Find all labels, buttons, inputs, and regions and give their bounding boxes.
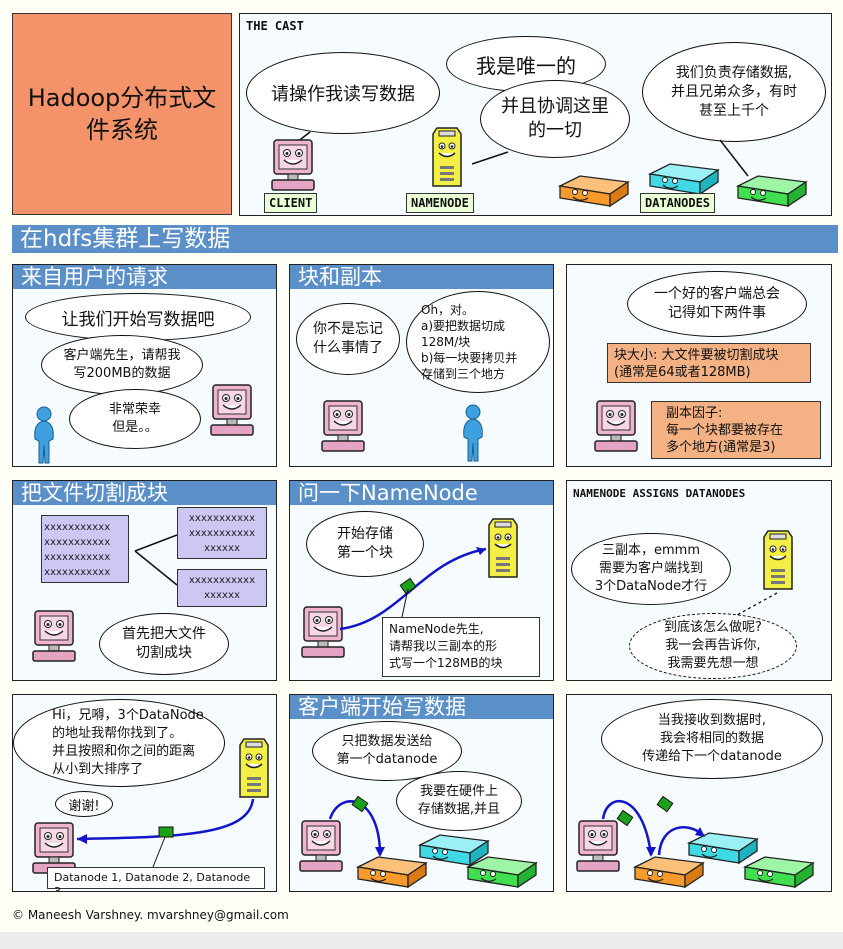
note-datanode-order: Datanode 1, Datanode 2, Datanode 3 <box>47 867 265 891</box>
bubble-split-first: 首先把大文件 切割成块 <box>99 613 229 675</box>
panel-client-writes: 客户端开始写数据 只把数据发送给 第一个datanode 我要在硬件上 存储数据… <box>289 694 554 892</box>
panel-pipeline: 当我接收到数据时, 我会将相同的数据 传递给下一个datanode <box>566 694 832 892</box>
note-request: NameNode先生, 请帮我以三副本的形 式写一个128MB的块 <box>382 617 540 677</box>
bubble-thanks: 谢谢! <box>55 791 113 817</box>
bubble-store-first-block: 开始存储 第一个块 <box>306 511 424 577</box>
panel-title: 问一下NameNode <box>290 481 553 505</box>
note-replication-factor: 副本因子: 每一个块都要被存在 多个地方(通常是3) <box>651 401 821 459</box>
panel-blocks-replicas: 块和副本 你不是忘记 什么事情了 Oh，对。 a)要把数据切成 128M/块 b… <box>289 264 554 467</box>
user-icon <box>458 403 488 463</box>
datanode-green-icon <box>736 172 808 208</box>
cast-header: THE CAST <box>246 19 304 33</box>
thought-tail <box>736 592 778 616</box>
title-box: Hadoop分布式文件系统 <box>12 13 232 215</box>
client-label: CLIENT <box>264 193 318 213</box>
section-banner: 在hdfs集群上写数据 <box>12 225 838 253</box>
bubble-forgot: 你不是忘记 什么事情了 <box>296 303 400 375</box>
panel-ask-namenode: 问一下NameNode 开始存储 第一个块 NameNode先生, 请帮我以三副… <box>289 480 554 681</box>
bubble-pass-along: 当我接收到数据时, 我会将相同的数据 传递给下一个datanode <box>601 699 823 779</box>
datanode-cyan-icon <box>648 160 720 196</box>
request-arrow <box>339 547 487 631</box>
bubble-split-copy: Oh，对。 a)要把数据切成 128M/块 b)每一块要拷贝并 存储到三个地方 <box>406 291 550 393</box>
client-bubble: 请操作我读写数据 <box>246 52 440 134</box>
datanodes-label: DATANODES <box>640 193 716 213</box>
write-arrow <box>328 795 385 857</box>
split-lines <box>134 534 178 586</box>
block-split-2: xxxxxxxxxxx xxxxxx <box>177 569 267 607</box>
datanode-bubble: 我们负责存储数据, 并且兄弟众多，有时 甚至上千个 <box>642 42 826 142</box>
namenode-bubble-2: 并且协调这里 的一切 <box>480 80 630 158</box>
block-split-1: xxxxxxxxxxx xxxxxxxxxxx xxxxxx <box>177 507 267 559</box>
bubble-found-datanodes: Hi，兄嘚，3个DataNode 的地址我帮你找到了。 并且按照和你之间的距离 … <box>13 699 225 787</box>
bubble-send-to-first: 只把数据发送给 第一个datanode <box>312 721 462 781</box>
panel-title: 客户端开始写数据 <box>290 695 553 719</box>
client-icon <box>209 383 255 439</box>
bubble-store-on-hardware: 我要在硬件上 存储数据,并且 <box>396 771 522 831</box>
bubble-good-client: 一个好的客户端总会 记得如下两件事 <box>627 271 807 337</box>
panel-title: 把文件切割成块 <box>13 481 276 505</box>
client-icon <box>31 609 77 665</box>
client-icon <box>270 138 316 194</box>
note-block-size: 块大小: 大文件要被切割成块 (通常是64或者128MB) <box>607 343 811 383</box>
pipeline-arrows <box>601 795 705 857</box>
panel-title: 块和副本 <box>290 265 553 289</box>
client-icon <box>593 399 639 455</box>
cast-panel: THE CAST 请操作我读写数据 我是唯一的 并且协调这里 的一切 我们负责存… <box>239 13 832 216</box>
panel-user-request: 来自用户的请求 让我们开始写数据吧 客户端先生，请帮我 写200MB的数据 非常… <box>12 264 277 467</box>
panel-split-file: 把文件切割成块 xxxxxxxxxxx xxxxxxxxxxx xxxxxxxx… <box>12 480 277 681</box>
namenode-bubble-1: 我是唯一的 <box>446 36 606 92</box>
bubble-start-writing: 让我们开始写数据吧 <box>25 293 251 341</box>
bubble-find-3-datanodes: 三副本，emmm 需要为客户端找到 3个DataNode才行 <box>571 533 731 605</box>
panel-two-things: 一个好的客户端总会 记得如下两件事 块大小: 大文件要被切割成块 (通常是64或… <box>566 264 832 467</box>
panel-title: 来自用户的请求 <box>13 265 276 289</box>
panel-datanode-list: Hi，兄嘚，3个DataNode 的地址我帮你找到了。 并且按照和你之间的距离 … <box>12 694 277 892</box>
datanode-orange-icon <box>558 172 630 208</box>
panel-title: NAMENODE ASSIGNS DATANODES <box>573 487 746 500</box>
footer-credit: © Maneesh Varshney. mvarshney@gmail.com <box>12 908 289 922</box>
reply-arrow <box>76 798 255 868</box>
bubble-honored: 非常荣幸 但是。。 <box>69 389 201 449</box>
panel-assign-datanodes: NAMENODE ASSIGNS DATANODES 三副本，emmm 需要为客… <box>566 480 832 681</box>
client-icon <box>320 399 366 455</box>
bubble-write-200mb: 客户端先生，请帮我 写200MB的数据 <box>41 335 203 395</box>
bubble-thinking: 到底该怎么做呢? 我一会再告诉你, 我需要先想一想 <box>629 613 797 679</box>
user-icon <box>29 405 59 465</box>
page-title: Hadoop分布式文件系统 <box>27 84 217 144</box>
namenode-icon <box>430 126 464 188</box>
block-unsplit: xxxxxxxxxxx xxxxxxxxxxx xxxxxxxxxxx xxxx… <box>41 515 129 583</box>
namenode-label: NAMENODE <box>406 193 474 213</box>
